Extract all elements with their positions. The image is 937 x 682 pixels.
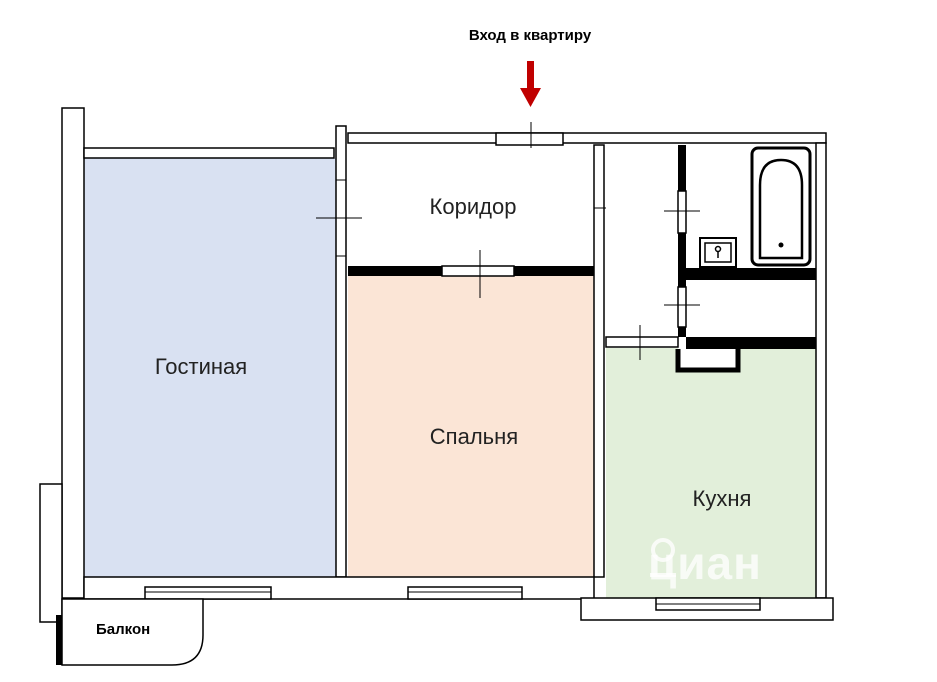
bathroom-mid-wall [686,268,816,280]
watermark: циан [648,537,762,589]
bedroom-label: Спальня [429,424,519,449]
toilet-left-wall [678,327,686,337]
balcony-label: Балкон [96,621,151,638]
toilet-door [677,286,687,328]
kitchen-fill [606,348,816,598]
ventilation-shaft [675,349,741,373]
entrance-label: Вход в квартиру [468,27,592,44]
kitchen-top-wall [686,337,816,349]
bathtub-icon [750,146,812,267]
kitchen-label: Кухня [692,486,752,511]
living-top-wall [83,147,335,159]
balcony-outline [61,598,204,666]
center-partition-wall [593,144,605,578]
corridor-label: Коридор [429,194,517,219]
entrance-door [495,132,564,146]
living-window [144,586,272,600]
living-room-label: Гостиная [154,354,248,379]
left-outer-wall [61,107,85,599]
watermark-pin-icon [650,538,676,577]
balcony-wall [56,615,62,665]
living-room-fill [84,158,336,578]
entrance-arrow-icon [520,61,541,107]
bedroom-top-wall-left [348,266,442,276]
bedroom-window [407,586,523,600]
bathroom-left-wall-2 [678,233,686,287]
kitchen-door [605,336,679,348]
bedroom-fill [348,276,594,577]
living-partition-wall [335,125,347,578]
bathroom-door-1 [677,190,687,234]
left-balcony-wall [39,483,63,623]
bedroom-top-wall-right [514,266,594,276]
bedroom-door [441,265,515,277]
top-outer-wall [347,132,827,144]
right-outer-wall [815,142,827,599]
bathroom-left-wall-1 [678,145,686,191]
